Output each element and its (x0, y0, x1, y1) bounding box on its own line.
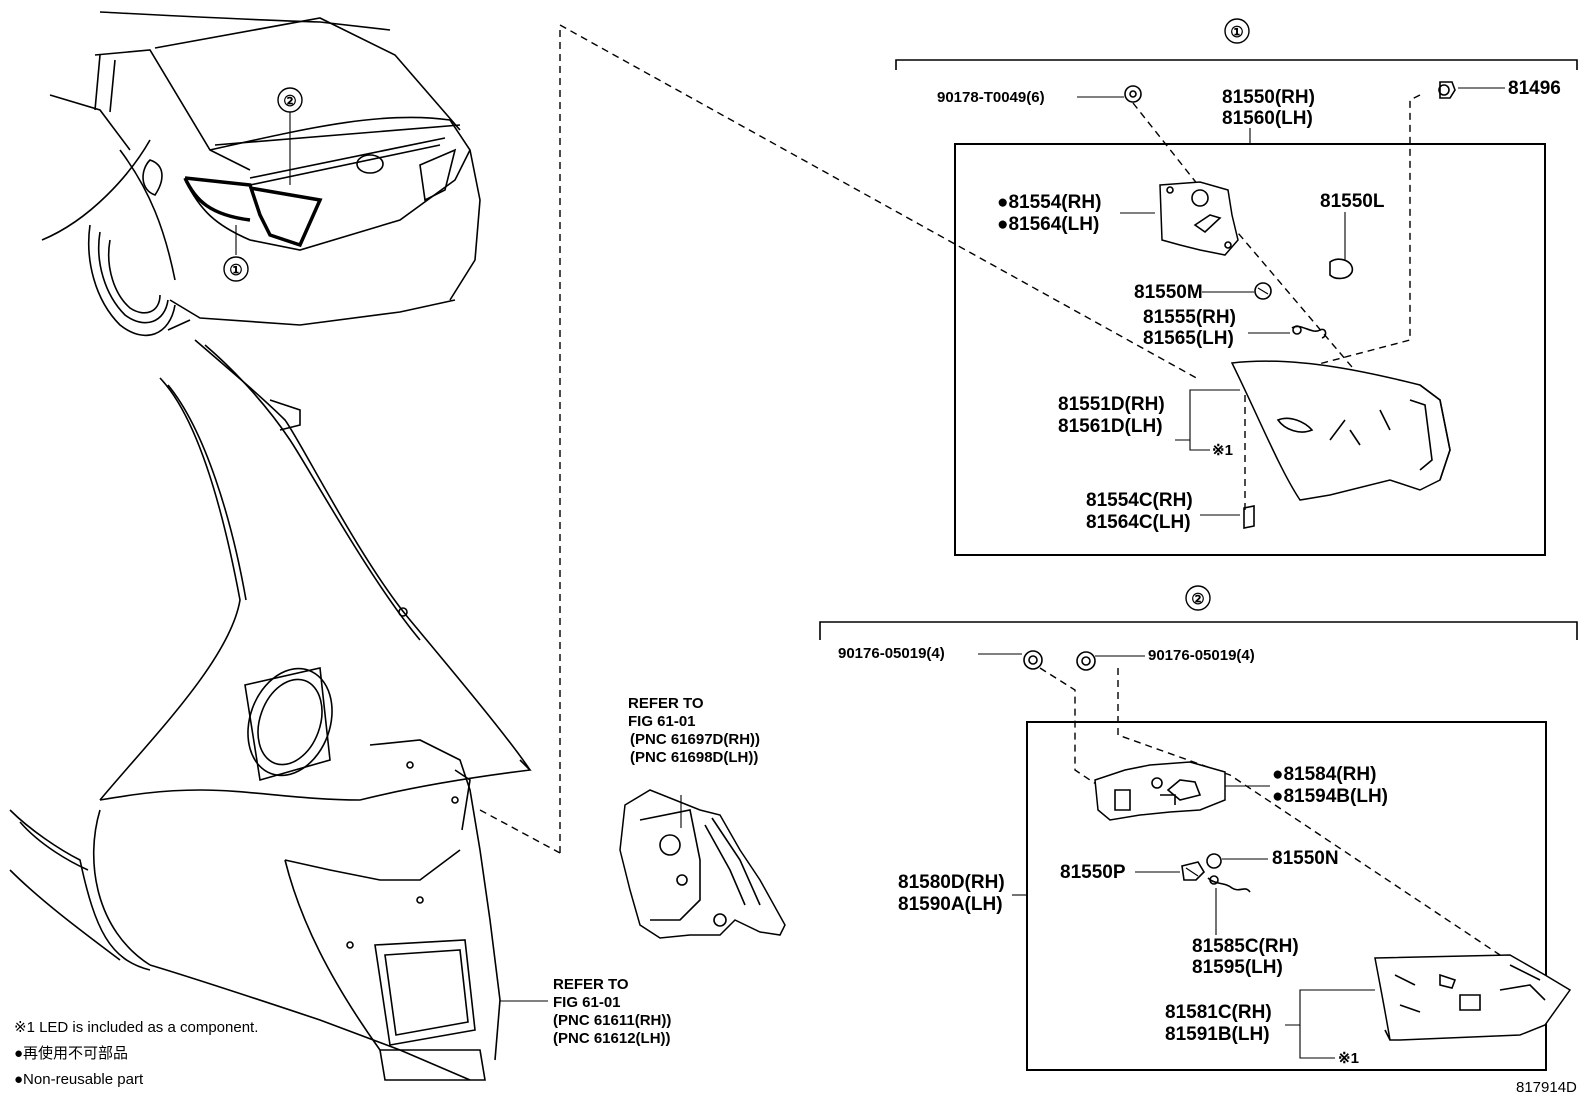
g2-bracket-lh-label: ●81594B(LH) (1272, 786, 1388, 807)
g1-lens-icon (1230, 360, 1451, 501)
reference-lower-line1: REFER TO (553, 976, 629, 993)
reference-lower-line2: FIG 61-01 (553, 994, 621, 1011)
g2-bolt-left-label: 90176-05019(4) (838, 645, 945, 662)
g2-assy-rh-label: 81580D(RH) (898, 872, 1005, 893)
g2-lens-rh-label: 81581C(RH) (1165, 1002, 1272, 1023)
g2-harness-rh-label: 81585C(RH) (1192, 936, 1299, 957)
g2-harness-lh-label: 81595(LH) (1192, 957, 1283, 978)
callout-1-car-text: ① (229, 262, 242, 279)
g2-lens-lh-label: 81591B(LH) (1165, 1024, 1270, 1045)
quarter-panel-illustration (9, 339, 532, 1081)
callout-2-car-text: ② (283, 93, 296, 110)
g1-housing-rh-label: 81550(RH) (1222, 87, 1315, 108)
reference-upper-line4: (PNC 61698D(LH)) (630, 749, 758, 766)
callout-2-car: ② (277, 87, 303, 113)
g1-clip-icon (1439, 81, 1456, 99)
reference-upper-line3: (PNC 61697D(RH)) (630, 731, 760, 748)
group-2: ② 90176-05019(4) 90176-05019(4) ●81584(R… (819, 585, 1578, 1071)
group-1: ① 90178-T0049(6) 81550(RH) 81560(LH) 814… (895, 18, 1578, 556)
g2-bracket-icon (1094, 761, 1226, 821)
callout-1-car: ① (223, 256, 249, 282)
g1-led-note-mark: ※1 (1212, 442, 1233, 459)
g1-gasket-lh-label: 81564C(LH) (1086, 512, 1191, 533)
reference-upper-line1: REFER TO (628, 695, 704, 712)
g1-bracket-icon (1159, 181, 1239, 256)
g1-bolt-icon (1124, 85, 1142, 103)
reference-upper: REFER TO FIG 61-01 (PNC 61697D(RH)) (PNC… (628, 695, 760, 766)
g2-bracket-rh-label: ●81584(RH) (1272, 764, 1376, 785)
g2-harness-icon (1207, 877, 1251, 893)
g1-lens-rh-label: 81551D(RH) (1058, 394, 1165, 415)
note-led: ※1 LED is included as a component. (14, 1019, 258, 1036)
g1-bulb-icon (1329, 258, 1354, 280)
g1-lens-lh-label: 81561D(LH) (1058, 416, 1163, 437)
g2-socket-icon (1181, 861, 1206, 881)
g1-harness-lh-label: 81565(LH) (1143, 328, 1234, 349)
g1-housing-lh-label: 81560(LH) (1222, 108, 1313, 129)
group-2-frame (1026, 721, 1547, 1071)
notes: ※1 LED is included as a component. ●再使用不… (14, 1019, 258, 1088)
g2-bulb-icon (1206, 853, 1222, 869)
g2-led-note-mark: ※1 (1338, 1050, 1359, 1067)
car-rear-illustration (41, 11, 481, 337)
g1-harness-rh-label: 81555(RH) (1143, 307, 1236, 328)
callout-2-group-text: ② (1191, 591, 1204, 608)
reference-upper-line2: FIG 61-01 (628, 713, 696, 730)
g2-assy-lh-label: 81590A(LH) (898, 894, 1003, 915)
callout-1-group-text: ① (1230, 24, 1243, 41)
inner-panel-illustration (619, 789, 786, 939)
g1-bracket-lh-label: ●81564(LH) (997, 214, 1099, 235)
g1-harness-icon (1291, 325, 1327, 339)
note-non-reusable-jp: ●再使用不可部品 (14, 1045, 128, 1062)
reference-lower-line4: (PNC 61612(LH)) (553, 1030, 671, 1047)
diagram-id: 817914D (1516, 1079, 1577, 1096)
g1-bulb-label: 81550L (1320, 191, 1385, 212)
g1-socket-icon (1254, 282, 1272, 300)
g2-bulb-label: 81550N (1272, 848, 1339, 869)
g1-bracket-rh-label: ●81554(RH) (997, 192, 1101, 213)
g1-gasket-rh-label: 81554C(RH) (1086, 490, 1193, 511)
note-non-reusable-en: ●Non-reusable part (14, 1071, 144, 1088)
callout-1-group: ① (1224, 18, 1250, 44)
g1-clip-label: 81496 (1508, 78, 1561, 99)
g1-socket-label: 81550M (1134, 282, 1203, 303)
g1-gasket-icon (1243, 505, 1255, 529)
g1-bolt-label: 90178-T0049(6) (937, 89, 1045, 106)
reference-lower-line3: (PNC 61611(RH)) (553, 1012, 671, 1029)
g2-bolt-right-icon (1076, 651, 1096, 671)
g2-socket-label: 81550P (1060, 862, 1126, 883)
g2-bolt-left-icon (1023, 650, 1043, 670)
g2-bolt-right-label: 90176-05019(4) (1148, 647, 1255, 664)
reference-lower: REFER TO FIG 61-01 (PNC 61611(RH)) (PNC … (553, 976, 671, 1047)
callout-2-group: ② (1185, 585, 1211, 611)
g2-lens-icon (1374, 954, 1572, 1041)
